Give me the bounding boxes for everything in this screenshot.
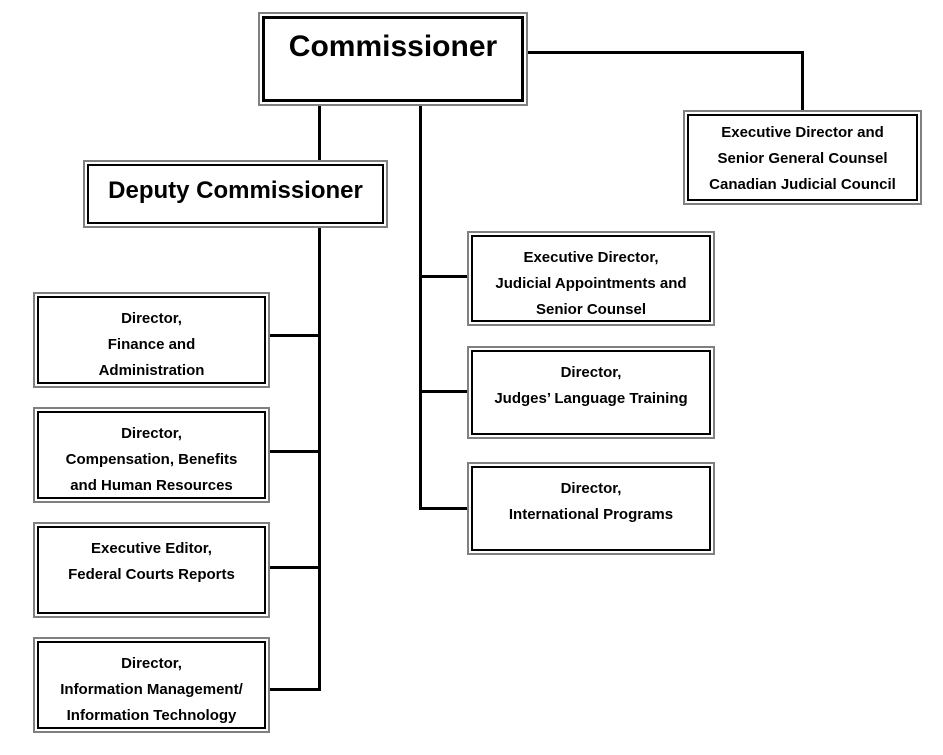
node-exec-director-cjc: Executive Director and Senior General Co… xyxy=(683,110,922,205)
node-label-line: and Human Resources xyxy=(70,477,233,494)
node-label-line: Director, xyxy=(560,364,622,381)
node-label-line: Judges’ Language Training xyxy=(494,390,688,407)
node-exec-director-judicial-appointments: Executive Director, Judicial Appointment… xyxy=(467,231,715,326)
node-director-finance-administration: Director, Finance and Administration xyxy=(33,292,270,388)
node-label: Commissioner xyxy=(288,30,498,63)
node-label-line: Compensation, Benefits xyxy=(65,451,238,468)
connector-deputy-spine xyxy=(318,228,321,691)
node-deputy-commissioner: Deputy Commissioner xyxy=(83,160,388,228)
node-label-line: Canadian Judicial Council xyxy=(709,176,896,193)
node-label-line: International Programs xyxy=(508,506,674,523)
node-label-line: Finance and xyxy=(107,336,196,353)
node-label-line: Director, xyxy=(560,480,622,497)
node-director-judges-language-training: Director, Judges’ Language Training xyxy=(467,346,715,439)
node-label-line: Judicial Appointments and xyxy=(495,275,687,292)
node-director-international-programs: Director, International Programs xyxy=(467,462,715,555)
connector-branch-international-programs xyxy=(422,507,467,510)
node-label-line: Senior General Counsel xyxy=(717,150,888,167)
node-executive-editor-federal-courts-reports: Executive Editor, Federal Courts Reports xyxy=(33,522,270,618)
connector-branch-judicial-appointments xyxy=(422,275,467,278)
node-label-line: Director, xyxy=(121,310,182,327)
connector-branch-executive-editor xyxy=(270,566,318,569)
node-label-line: Administration xyxy=(98,362,205,379)
node-label: Deputy Commissioner xyxy=(108,177,363,204)
node-label-line: Information Technology xyxy=(66,707,237,724)
connector-commissioner-spine xyxy=(419,106,422,510)
node-label-line: Executive Director and xyxy=(721,124,884,141)
connector-branch-compensation xyxy=(270,450,318,453)
node-director-im-it: Director, Information Management/ Inform… xyxy=(33,637,270,733)
node-label-line: Executive Director, xyxy=(523,249,659,266)
connector-branch-finance xyxy=(270,334,318,337)
node-label-line: Information Management/ xyxy=(60,681,243,698)
node-label-line: Federal Courts Reports xyxy=(68,566,235,583)
connector-branch-im-it xyxy=(270,688,318,691)
connector-commissioner-to-cjc-horizontal xyxy=(528,51,804,54)
node-label-line: Executive Editor, xyxy=(91,540,212,557)
connector-commissioner-to-deputy xyxy=(318,106,321,160)
node-commissioner: Commissioner xyxy=(258,12,528,106)
connector-branch-language-training xyxy=(422,390,467,393)
connector-commissioner-to-cjc-vertical xyxy=(801,51,804,110)
node-label-line: Director, xyxy=(121,655,182,672)
node-label-line: Senior Counsel xyxy=(535,301,647,318)
node-label-line: Director, xyxy=(121,425,182,442)
node-director-compensation-benefits-hr: Director, Compensation, Benefits and Hum… xyxy=(33,407,270,503)
